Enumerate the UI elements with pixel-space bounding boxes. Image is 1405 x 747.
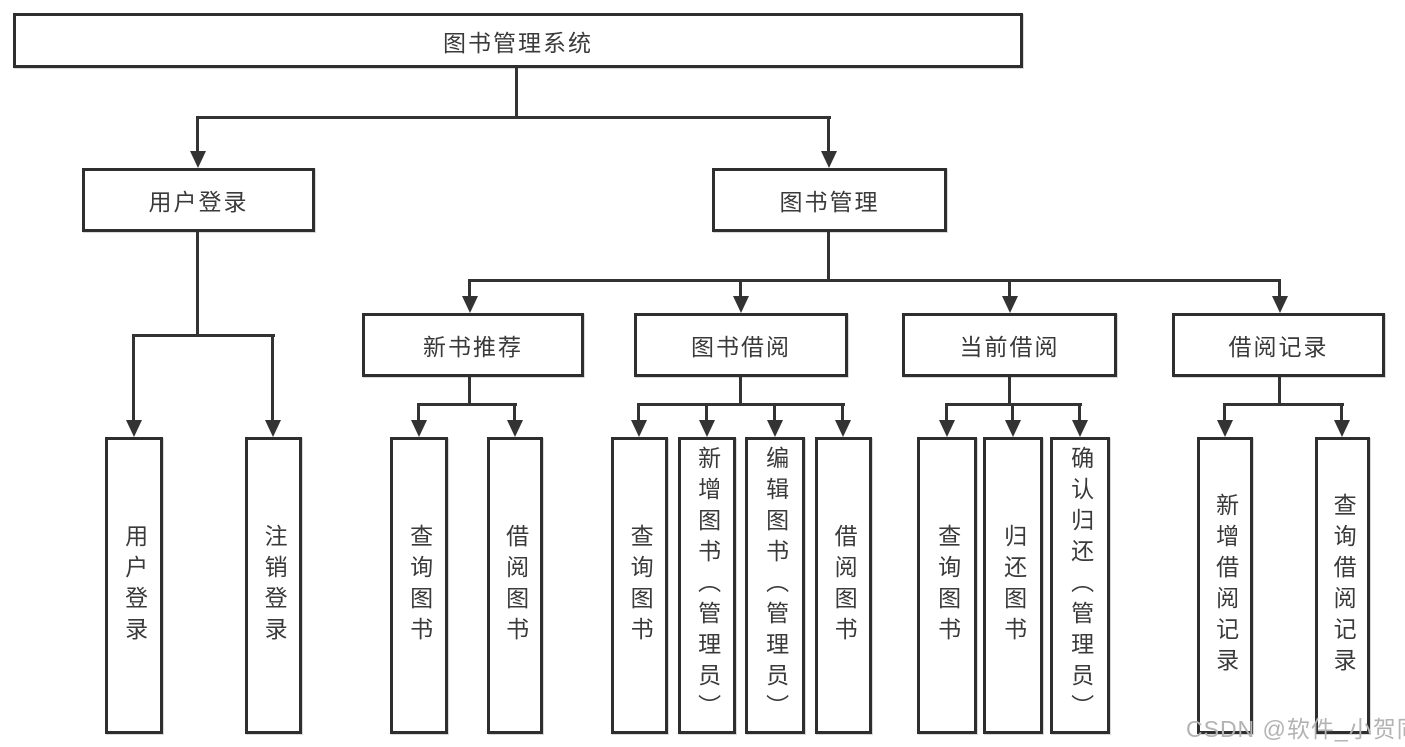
connector-bb-stem [739, 377, 742, 405]
leaf-bb-borrow-books: 借阅图书 [815, 437, 872, 734]
connector-drop-nb-borrow [513, 403, 516, 422]
connector-nb-stem [468, 377, 471, 405]
leaf-br-add-record: 新增借阅记录 [1197, 437, 1253, 734]
node-new-book-recommend: 新书推荐 [362, 313, 584, 377]
arrowhead-bb-query [631, 420, 647, 437]
leaf-cb-confirm-return-admin: 确认归还（管理员） [1050, 437, 1110, 734]
leaf-nb-borrow-books: 借阅图书 [487, 437, 543, 734]
leaf-bb-edit-books-admin: 编辑图书（管理员） [745, 437, 805, 734]
leaf-logout: 注销登录 [245, 437, 302, 734]
node-root: 图书管理系统 [13, 13, 1023, 68]
connector-root-stem [515, 68, 518, 118]
arrowhead-user-login [126, 420, 142, 437]
arrowhead-cb-query [939, 420, 955, 437]
arrowhead-nb-borrow [507, 420, 523, 437]
connector-drop-br-add [1223, 403, 1226, 422]
leaf-bb-add-books-admin: 新增图书（管理员） [678, 437, 736, 734]
arrowhead-bb-add [699, 420, 715, 437]
connector-nb-hbar [417, 403, 517, 406]
arrowhead-mgmt [821, 151, 837, 168]
connector-drop-borrow-records [1278, 279, 1281, 298]
connector-drop-mgmt [827, 116, 830, 153]
connector-br-hbar [1223, 403, 1344, 406]
connector-login-hbar [132, 334, 275, 337]
connector-drop-bb-query [637, 403, 640, 422]
connector-drop-cb-return [1011, 403, 1014, 422]
node-current-borrow: 当前借阅 [902, 313, 1117, 377]
leaf-cb-return-books: 归还图书 [983, 437, 1043, 734]
arrowhead-cb-confirm [1072, 420, 1088, 437]
connector-mgmt-hbar [468, 279, 1281, 282]
connector-drop-cb-confirm [1078, 403, 1081, 422]
arrowhead-nb-query [411, 420, 427, 437]
node-book-borrow: 图书借阅 [634, 313, 848, 377]
connector-drop-login [196, 116, 199, 153]
leaf-bb-query-books: 查询图书 [611, 437, 668, 734]
connector-drop-bb-borrow [841, 403, 844, 422]
connector-drop-book-borrow [739, 279, 742, 298]
connector-drop-nb-query [417, 403, 420, 422]
arrowhead-bb-borrow [835, 420, 851, 437]
leaf-user-login: 用户登录 [105, 437, 163, 734]
connector-drop-new-books [468, 279, 471, 298]
leaf-nb-query-books: 查询图书 [390, 437, 448, 734]
arrowhead-borrow-records [1272, 296, 1288, 313]
arrowhead-bb-edit [767, 420, 783, 437]
arrowhead-br-add [1217, 420, 1233, 437]
connector-level1-hbar [196, 116, 831, 119]
arrowhead-book-borrow [733, 296, 749, 313]
arrowhead-current-borrow [1002, 296, 1018, 313]
connector-mgmt-stem [827, 232, 830, 281]
connector-drop-current-borrow [1008, 279, 1011, 298]
connector-drop-br-query [1340, 403, 1343, 422]
leaf-cb-query-books: 查询图书 [917, 437, 977, 734]
node-user-login-group: 用户登录 [82, 168, 315, 232]
connector-bb-hbar [637, 403, 845, 406]
arrowhead-login [190, 151, 206, 168]
connector-drop-logout [271, 334, 274, 422]
connector-cb-stem [1008, 377, 1011, 405]
node-book-management: 图书管理 [712, 168, 947, 232]
connector-br-stem [1278, 377, 1281, 405]
csdn-watermark: CSDN @软件_小贺同学 [1186, 716, 1405, 742]
arrowhead-br-query [1334, 420, 1350, 437]
node-borrow-records: 借阅记录 [1172, 313, 1385, 377]
connector-drop-bb-edit [773, 403, 776, 422]
connector-drop-user-login [132, 334, 135, 422]
arrowhead-logout [265, 420, 281, 437]
arrowhead-new-books [462, 296, 478, 313]
connector-drop-bb-add [705, 403, 708, 422]
connector-drop-cb-query [945, 403, 948, 422]
arrowhead-cb-return [1005, 420, 1021, 437]
connector-login-stem [196, 232, 199, 336]
leaf-br-query-record: 查询借阅记录 [1315, 437, 1370, 734]
